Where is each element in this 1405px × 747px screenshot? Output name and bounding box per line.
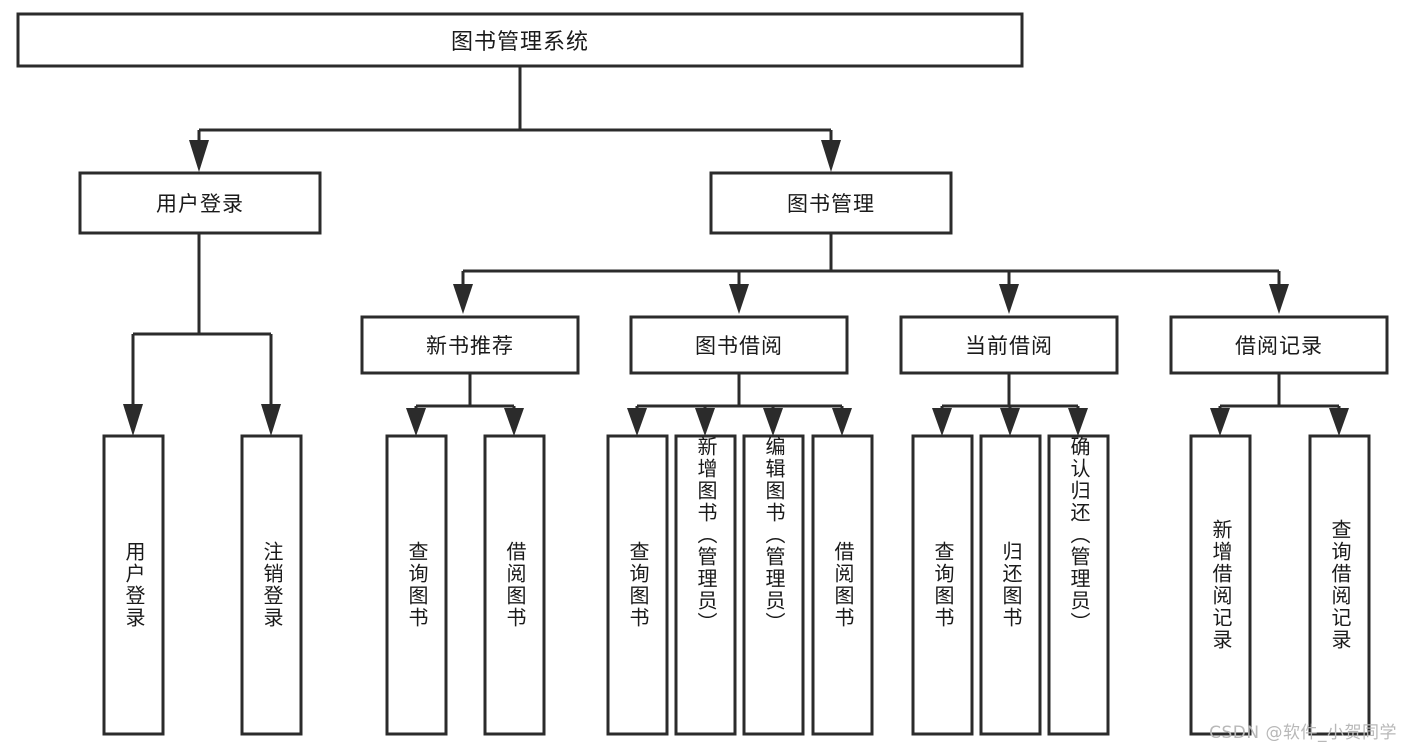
connectors-new-book-to-leaves: [406, 374, 524, 436]
arrow-book-borrow-leaf4: [832, 408, 852, 436]
leaf-box-book-borrow-3[interactable]: [742, 434, 805, 736]
node-box-root[interactable]: [16, 12, 1024, 68]
arrow-current-borrow-leaf1: [932, 408, 952, 436]
arrow-root-to-book-mgmt: [821, 140, 841, 172]
leaf-box-book-borrow-2[interactable]: [674, 434, 737, 736]
node-box-book-management[interactable]: [709, 171, 953, 235]
connectors-current-borrow-to-leaves: [932, 374, 1088, 436]
arrow-root-to-user-login: [189, 140, 209, 172]
connectors-book-borrow-to-leaves: [627, 374, 852, 436]
leaf-box-book-borrow-1[interactable]: [606, 434, 669, 736]
arrow-current-borrow-leaf3: [1068, 408, 1088, 436]
arrow-book-borrow-leaf1: [627, 408, 647, 436]
node-box-current-borrow[interactable]: [899, 315, 1119, 375]
node-box-borrow-record[interactable]: [1169, 315, 1389, 375]
node-box-user-login[interactable]: [78, 171, 322, 235]
connectors-root-to-level2: [189, 67, 841, 172]
node-box-new-book-recommend[interactable]: [360, 315, 580, 375]
arrow-book-borrow-leaf2: [695, 408, 715, 436]
connectors-borrow-record-to-leaves: [1210, 374, 1349, 436]
arrow-book-borrow-leaf3: [763, 408, 783, 436]
arrow-to-book-borrow: [729, 284, 749, 314]
leaf-box-borrow-record-2[interactable]: [1308, 434, 1371, 736]
arrow-to-current-borrow: [999, 284, 1019, 314]
leaf-box-book-borrow-4[interactable]: [811, 434, 874, 736]
arrow-to-borrow-record: [1269, 284, 1289, 314]
connectors-book-mgmt-to-level3: [453, 234, 1289, 314]
leaf-box-new-book-1[interactable]: [385, 434, 448, 736]
node-box-book-borrow[interactable]: [629, 315, 849, 375]
arrow-borrow-record-leaf1: [1210, 408, 1230, 436]
arrow-current-borrow-leaf2: [1000, 408, 1020, 436]
leaf-box-user-login-2[interactable]: [240, 434, 303, 736]
leaf-box-user-login-1[interactable]: [102, 434, 165, 736]
arrow-user-login-leaf2: [261, 404, 281, 436]
connectors-user-login-to-leaves: [123, 234, 281, 436]
leaf-box-current-borrow-3[interactable]: [1047, 434, 1110, 736]
leaf-box-current-borrow-1[interactable]: [911, 434, 974, 736]
arrow-user-login-leaf1: [123, 404, 143, 436]
arrow-new-book-leaf1: [406, 408, 426, 436]
leaf-box-new-book-2[interactable]: [483, 434, 546, 736]
leaf-box-current-borrow-2[interactable]: [979, 434, 1042, 736]
leaf-box-borrow-record-1[interactable]: [1189, 434, 1252, 736]
arrow-new-book-leaf2: [504, 408, 524, 436]
arrow-to-new-book: [453, 284, 473, 314]
arrow-borrow-record-leaf2: [1329, 408, 1349, 436]
